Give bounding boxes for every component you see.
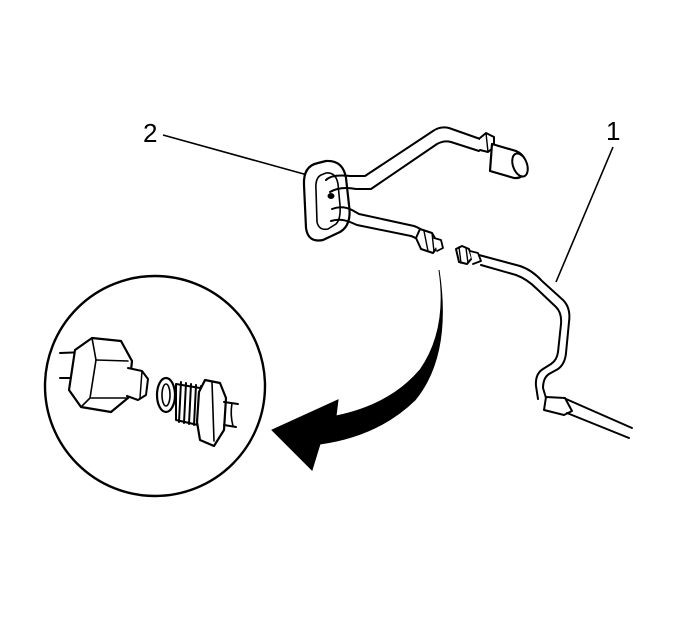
flange-plate-inner: [315, 172, 341, 231]
refrigerant-line-assembly: [455, 245, 633, 439]
curved-arrow: [271, 269, 443, 471]
detail-hex-nut: [67, 336, 134, 414]
detail-o-ring: [155, 376, 177, 414]
detail-threaded-fitting: [175, 378, 239, 448]
detail-magnifier: [43, 274, 267, 498]
flange-bolt-hole: [327, 193, 335, 199]
callout-label-1: 1: [606, 116, 620, 146]
callout-label-2: 2: [143, 118, 157, 148]
leader-line-2: [162, 134, 312, 177]
leader-line-1: [555, 146, 614, 283]
evaporator-tube-block-assembly: [302, 126, 529, 254]
